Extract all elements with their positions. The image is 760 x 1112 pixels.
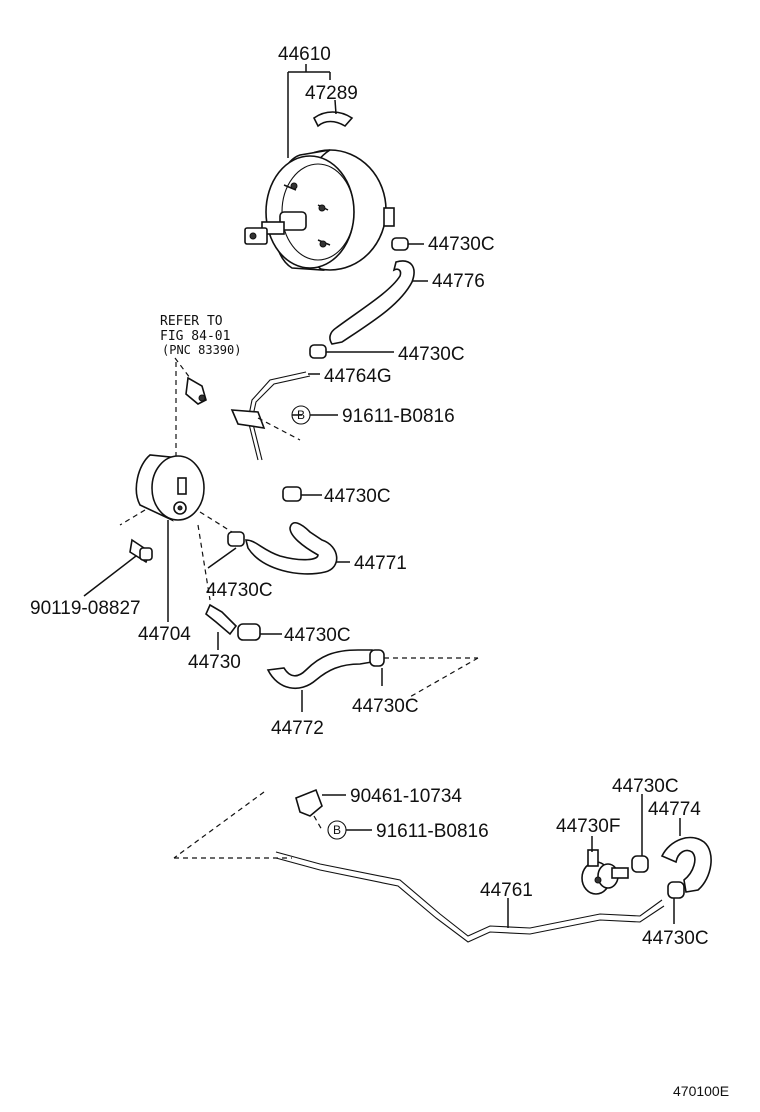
refer-to-note: REFER TO xyxy=(160,314,223,329)
bolt-ref-b-2: B xyxy=(333,823,341,837)
label-44776: 44776 xyxy=(432,271,485,292)
vacuum-hose-44776 xyxy=(329,260,415,345)
vacuum-tank-part xyxy=(135,454,205,522)
vacuum-hose-44771 xyxy=(244,521,338,575)
hose-clamp-part xyxy=(309,344,327,359)
drawing-code: 470100E xyxy=(673,1083,729,1099)
label-91611-1: 91611-B0816 xyxy=(342,406,455,427)
label-44610: 44610 xyxy=(278,44,331,65)
label-44730c-2: 44730C xyxy=(398,344,465,365)
vacuum-hose-44772 xyxy=(266,649,373,689)
hose-clamp-part xyxy=(631,855,649,873)
vacuum-hose-44774 xyxy=(660,836,712,893)
label-44772: 44772 xyxy=(271,718,324,739)
hose-clamp-part xyxy=(667,881,685,899)
reference-leader xyxy=(173,791,265,859)
label-44771: 44771 xyxy=(354,553,407,574)
label-44730c-6: 44730C xyxy=(352,696,419,717)
label-44730f: 44730F xyxy=(556,816,620,837)
label-90119: 90119-08827 xyxy=(30,598,141,619)
union-joint-part xyxy=(581,849,629,895)
vacuum-pipe-44764g xyxy=(247,371,311,461)
vacuum-pipe-44761 xyxy=(275,851,663,937)
label-44730c-5: 44730C xyxy=(284,625,351,646)
bolt-part xyxy=(129,538,153,564)
label-44730c-1: 44730C xyxy=(428,234,495,255)
refer-fig-note: FIG 84-01 xyxy=(160,329,230,344)
refer-pnc-note: (PNC 83390) xyxy=(162,343,241,357)
label-leader-44610 xyxy=(287,64,337,158)
label-44730: 44730 xyxy=(188,652,241,673)
label-44730c-4: 44730C xyxy=(206,580,273,601)
label-44774: 44774 xyxy=(648,799,701,820)
label-44730c-7: 44730C xyxy=(612,776,679,797)
vacuum-switch-part xyxy=(185,376,207,405)
label-44730c-3: 44730C xyxy=(324,486,391,507)
brake-booster-part xyxy=(244,149,395,271)
label-44730c-8: 44730C xyxy=(642,928,709,949)
label-90461: 90461-10734 xyxy=(350,786,462,807)
gasket-part xyxy=(312,111,354,128)
label-91611-2: 91611-B0816 xyxy=(376,821,489,842)
check-valve-part xyxy=(205,603,261,641)
bolt-ref-b-1: B xyxy=(297,408,305,422)
hose-clamp-part xyxy=(282,486,302,502)
label-47289: 47289 xyxy=(305,83,358,104)
hose-clamp-part xyxy=(391,237,409,251)
label-44761: 44761 xyxy=(480,880,533,901)
label-44764g: 44764G xyxy=(324,366,392,387)
hose-clamp-part xyxy=(227,531,245,547)
label-44704: 44704 xyxy=(138,624,191,645)
bracket-part xyxy=(295,788,323,817)
